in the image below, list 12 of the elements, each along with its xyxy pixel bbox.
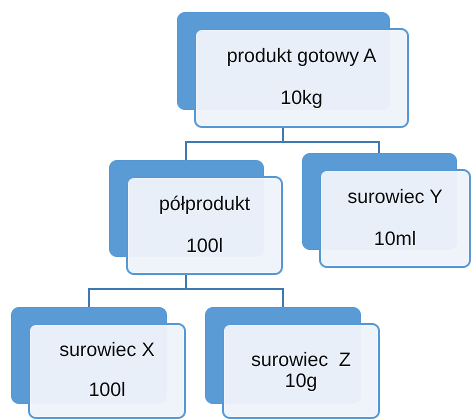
node-text: surowiec X [59, 340, 155, 362]
node-text: 100l [186, 236, 223, 257]
node-text: surowiec Z [251, 350, 351, 371]
node-text: produkt gotowy A [226, 46, 376, 68]
node-text: 100l [88, 380, 126, 402]
connector-line [282, 128, 380, 153]
node-text: półprodukt [158, 194, 250, 216]
node-text: 10kg [280, 88, 323, 110]
node-text: 10g [284, 371, 318, 392]
node-text: surowiec Y [347, 187, 442, 208]
connector-line [185, 275, 284, 307]
node-text: 10ml [374, 228, 416, 250]
